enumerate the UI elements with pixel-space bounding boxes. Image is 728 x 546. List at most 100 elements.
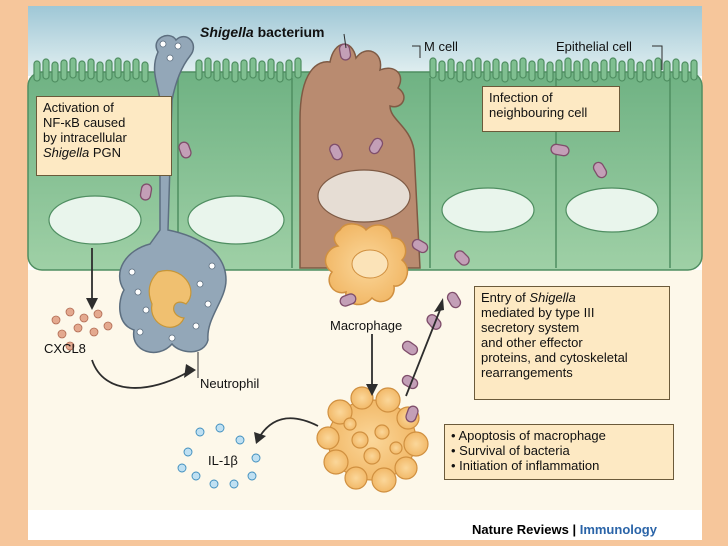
il1b-molecule <box>177 463 187 473</box>
neutrophil <box>118 34 227 354</box>
title-italic: Shigella <box>200 24 254 40</box>
il1b-molecule <box>183 447 193 457</box>
neutrophil-nucleus <box>148 269 192 328</box>
entry-line4: and other effector <box>481 335 583 350</box>
microvillus <box>501 61 509 83</box>
microvillus <box>546 61 554 83</box>
microvillus <box>528 60 536 82</box>
m-cell <box>299 43 421 269</box>
epithelial-nucleus <box>441 187 535 233</box>
microvillus <box>510 59 518 81</box>
microvillus <box>258 60 266 82</box>
nfkb-line4-italic: Shigella <box>43 145 90 160</box>
shigella-bacterium <box>139 183 153 201</box>
microvillus <box>609 57 617 79</box>
microvillus <box>78 60 86 82</box>
shigella-bacterium <box>339 293 357 307</box>
m-cell-nucleus <box>317 169 411 223</box>
microvillus <box>96 61 104 83</box>
nfkb-line1: Activation of <box>43 100 114 115</box>
microvillus <box>267 58 275 80</box>
entry-line1-italic: Shigella <box>529 290 576 305</box>
microvillus <box>492 58 500 80</box>
shigella-bacterium <box>550 143 570 157</box>
cxcl8-molecule <box>93 309 103 319</box>
microvillus <box>573 60 581 82</box>
entry-line1: Entry of Shigella <box>481 290 663 305</box>
arrow-cxcl8-to-neutrophil <box>91 359 189 389</box>
cxcl8-dots <box>51 307 113 351</box>
shigella-bacterium <box>405 405 419 423</box>
il1b-molecule <box>191 471 201 481</box>
microvillus <box>240 59 248 81</box>
microvillus <box>474 57 482 79</box>
microvillus <box>285 59 293 81</box>
label-neutrophil: Neutrophil <box>200 376 260 391</box>
label-cxcl8: CXCL8 <box>44 341 86 356</box>
epithelial-nucleus <box>565 187 659 233</box>
nfkb-line4-rest: PGN <box>89 145 122 160</box>
microvillus <box>114 57 122 79</box>
label-macrophage: Macrophage <box>330 318 403 333</box>
microvillus <box>636 61 644 83</box>
shigella-bacterium <box>338 43 352 61</box>
callout-nfkb-activation: Activation of NF-κB caused by intracellu… <box>36 96 172 176</box>
cxcl8-molecule <box>79 313 89 323</box>
cxcl8-molecule <box>89 327 99 337</box>
il1b-dots <box>177 423 261 489</box>
cxcl8-molecule <box>73 323 83 333</box>
entry-line2: mediated by type III <box>481 305 595 320</box>
label-il1b: IL-1β <box>208 453 238 468</box>
shigella-bacterium <box>401 340 419 356</box>
entry-line1-plain: Entry of <box>481 290 530 305</box>
callout-entry-of-shigella: Entry of Shigella mediated by type III s… <box>474 286 670 400</box>
shigella-bacterium <box>446 291 462 309</box>
cxcl8-molecule <box>51 315 61 325</box>
microvillus <box>51 61 59 83</box>
microvillus <box>582 58 590 80</box>
microvillus <box>690 59 698 81</box>
microvillus <box>429 57 437 79</box>
microvillus <box>204 57 212 79</box>
footer-separator: | <box>568 522 580 537</box>
microvillus <box>483 60 491 82</box>
infection-line1: Infection of <box>489 90 553 105</box>
microvillus <box>213 60 221 82</box>
footer-brand: Nature Reviews | Immunology <box>472 522 657 537</box>
microvillus <box>555 59 563 81</box>
microvillus <box>249 57 257 79</box>
callout-infection-neighbouring: Infection of neighbouring cell <box>482 86 620 132</box>
microvillus <box>123 60 131 82</box>
microvillus <box>87 58 95 80</box>
apoptotic-macrophage <box>316 386 429 493</box>
label-m-cell: M cell <box>424 39 458 54</box>
microvillus <box>105 59 113 81</box>
cxcl8-molecule <box>65 341 75 351</box>
arrows <box>91 248 441 437</box>
microvillus <box>438 60 446 82</box>
epithelial-nucleus <box>187 195 285 245</box>
microvillus <box>60 59 68 81</box>
microvillus <box>663 60 671 82</box>
il1b-molecule <box>215 423 225 433</box>
entry-line5: proteins, and cytoskeletal <box>481 350 628 365</box>
microvillus <box>222 58 230 80</box>
microvillus <box>456 61 464 83</box>
microvillus <box>33 60 41 82</box>
microvillus <box>645 59 653 81</box>
apoptosis-item3: • Initiation of inflammation <box>451 458 600 473</box>
microvillus <box>276 61 284 83</box>
callout-apoptosis-list: • Apoptosis of macrophage • Survival of … <box>444 424 674 480</box>
macrophage-nucleus <box>351 249 389 279</box>
microvillus <box>618 60 626 82</box>
microvillus <box>42 58 50 80</box>
microvillus <box>195 59 203 81</box>
microvillus <box>465 59 473 81</box>
microvillus <box>447 58 455 80</box>
infection-line2: neighbouring cell <box>489 105 588 120</box>
microvillus <box>600 59 608 81</box>
shigella-bacteria-group <box>139 43 608 423</box>
shigella-bacterium <box>411 238 429 254</box>
microvillus <box>672 58 680 80</box>
